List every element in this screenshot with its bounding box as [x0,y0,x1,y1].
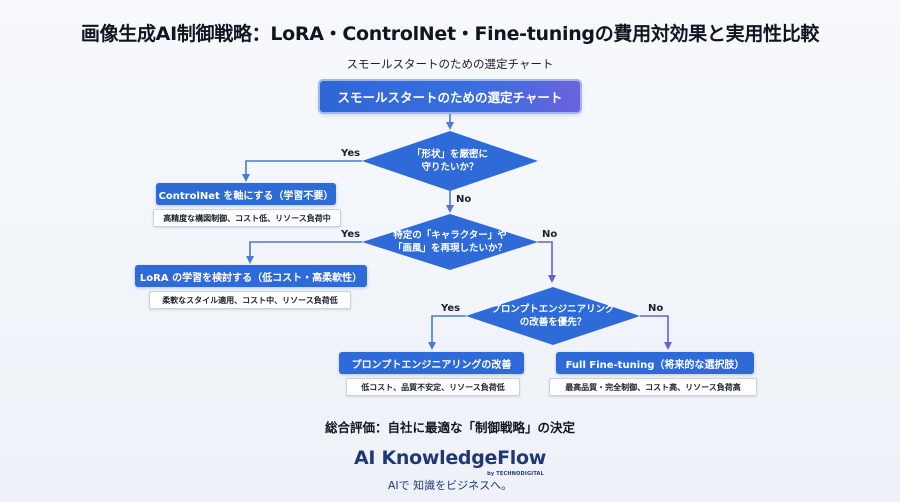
decision-shape: プロンプトエンジニアリング の改善を優先？ [483,303,623,329]
yes-label: Yes [341,148,361,159]
decision-q3-line1: プロンプトエンジニアリング [491,304,615,315]
arrow-q3-no [640,315,672,350]
yes-label: Yes [341,229,361,240]
decision-q2-line1: 特定の「キャラクター」や [393,230,507,241]
note-finetune: 最高品質・完全制御、コスト高、リソース負荷高 [549,378,757,396]
arrow-q2-no [538,241,556,283]
result-finetune: Full Fine-tuning（将来的な選択肢） [556,352,754,374]
no-label: No [648,303,664,314]
note-prompt: 低コスト、品質不安定、リソース負荷低 [346,378,520,396]
arrow-q1-yes [242,160,362,182]
decision-shape: 「形状」を厳密に 守りたいか？ [390,148,510,174]
brand-name: AI KnowledgeFlow by TECHNODIGITAL [353,447,547,477]
brand-tagline: AIで 知識をビジネスへ。 [387,479,513,492]
arrow-q3-yes [428,315,466,350]
page-title: 画像生成AI制御戦略：LoRA・ControlNet・Fine-tuningの費… [80,23,820,45]
result-lora: LoRA の学習を検討する（低コスト・高柔軟性） [135,265,367,287]
result-controlnet: ControlNet を軸にする（学習不要） [156,183,336,205]
decision-diamond-shape [362,214,538,270]
page-subtitle: スモールスタートのための選定チャート [346,57,554,71]
summary-text: 総合評価：自社に最適な「制御戦略」の決定 [324,420,575,435]
start-box: スモールスタートのための選定チャート [320,81,580,112]
result-prompt: プロンプトエンジニアリングの改善 [339,352,524,374]
brand-sub: by TECHNODIGITAL [487,471,545,477]
decision-diamond-shape [466,287,640,345]
decision-q2-line2: 「画風」を再現したいか？ [392,243,507,254]
decision-q1-line1: 「形状」を厳密に [411,149,488,160]
decision-shape: 特定の「キャラクター」や 「画風」を再現したいか？ [380,229,520,255]
no-label: No [456,194,472,205]
decision-q1-line2: 守りたいか？ [421,162,479,173]
decision-diamond-shape [362,131,538,191]
arrow-q2-yes [246,241,362,264]
note-lora: 柔軟なスタイル適用、コスト中、リソース負荷低 [149,291,351,309]
no-label: No [542,229,558,240]
yes-label: Yes [441,303,461,314]
note-controlnet: 高精度な構図制御、コスト低、リソース負荷中 [153,209,341,227]
decision-q3-line2: の改善を優先？ [519,317,587,328]
brand-logo: AI KnowledgeFlow by TECHNODIGITAL [0,447,900,477]
